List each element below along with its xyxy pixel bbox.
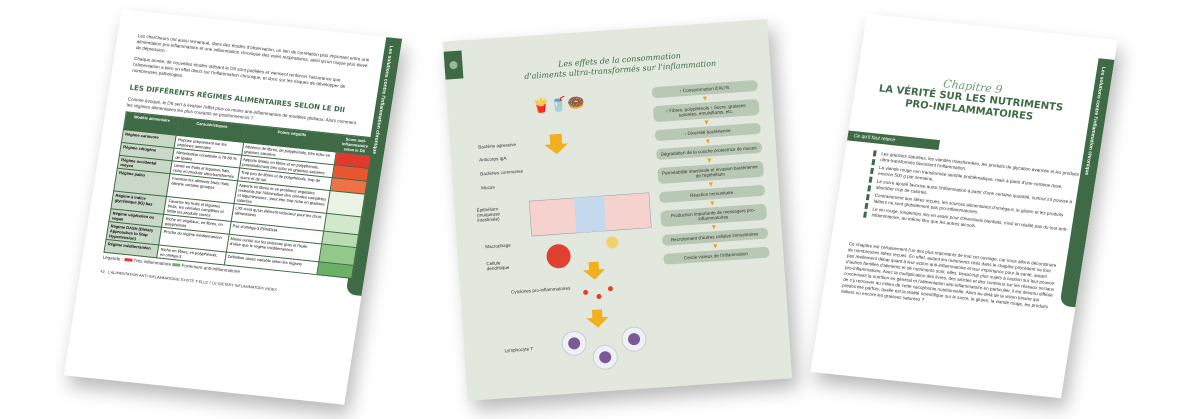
label-lymphocyte: Lymphocyte T: [504, 346, 534, 354]
summary-label: Ce qu'il faut retenir: [846, 130, 941, 151]
label-epithelium: Épithélium (muqueuse intestinale): [476, 206, 501, 223]
label-common-bacteria: Bactéries communes: [479, 168, 524, 177]
summary-list: Les graisses saturées, les viandes trans…: [863, 150, 1081, 240]
leaf-icon: [449, 60, 458, 70]
flow-steps: ↑ Consommation d'AUTs▼↓ Fibres, polyphén…: [647, 79, 775, 273]
food-icons: 🍟🥤🍩: [531, 94, 586, 114]
book-page-chapter: Les solutions contre l'inflammation chro…: [810, 13, 1118, 399]
book-page-diet-table: Les solutions contre l'inflammation chro…: [63, 9, 403, 405]
page-badge: [443, 50, 464, 80]
legend-swatch-red: [124, 257, 133, 262]
label-bacteria: Bactérie agressive: [478, 141, 517, 150]
cell-score: [316, 261, 354, 279]
legend-swatch-green: [172, 262, 181, 267]
label-dendritic: Cellule dendritique: [486, 260, 510, 272]
label-macrophage: Macrophage: [485, 242, 511, 250]
label-iga: Anticorps IgA: [479, 155, 507, 163]
diet-table: Modèle alimentaire Caractéristiques Poin…: [103, 111, 374, 279]
book-page-infographic: Les effets de la consommation d'aliments…: [442, 19, 793, 401]
chapter-body: Ce chapitre est certainement l'un des pl…: [840, 241, 1057, 310]
cell-illustration: [528, 133, 652, 370]
label-mucus: Mucus: [480, 184, 495, 191]
